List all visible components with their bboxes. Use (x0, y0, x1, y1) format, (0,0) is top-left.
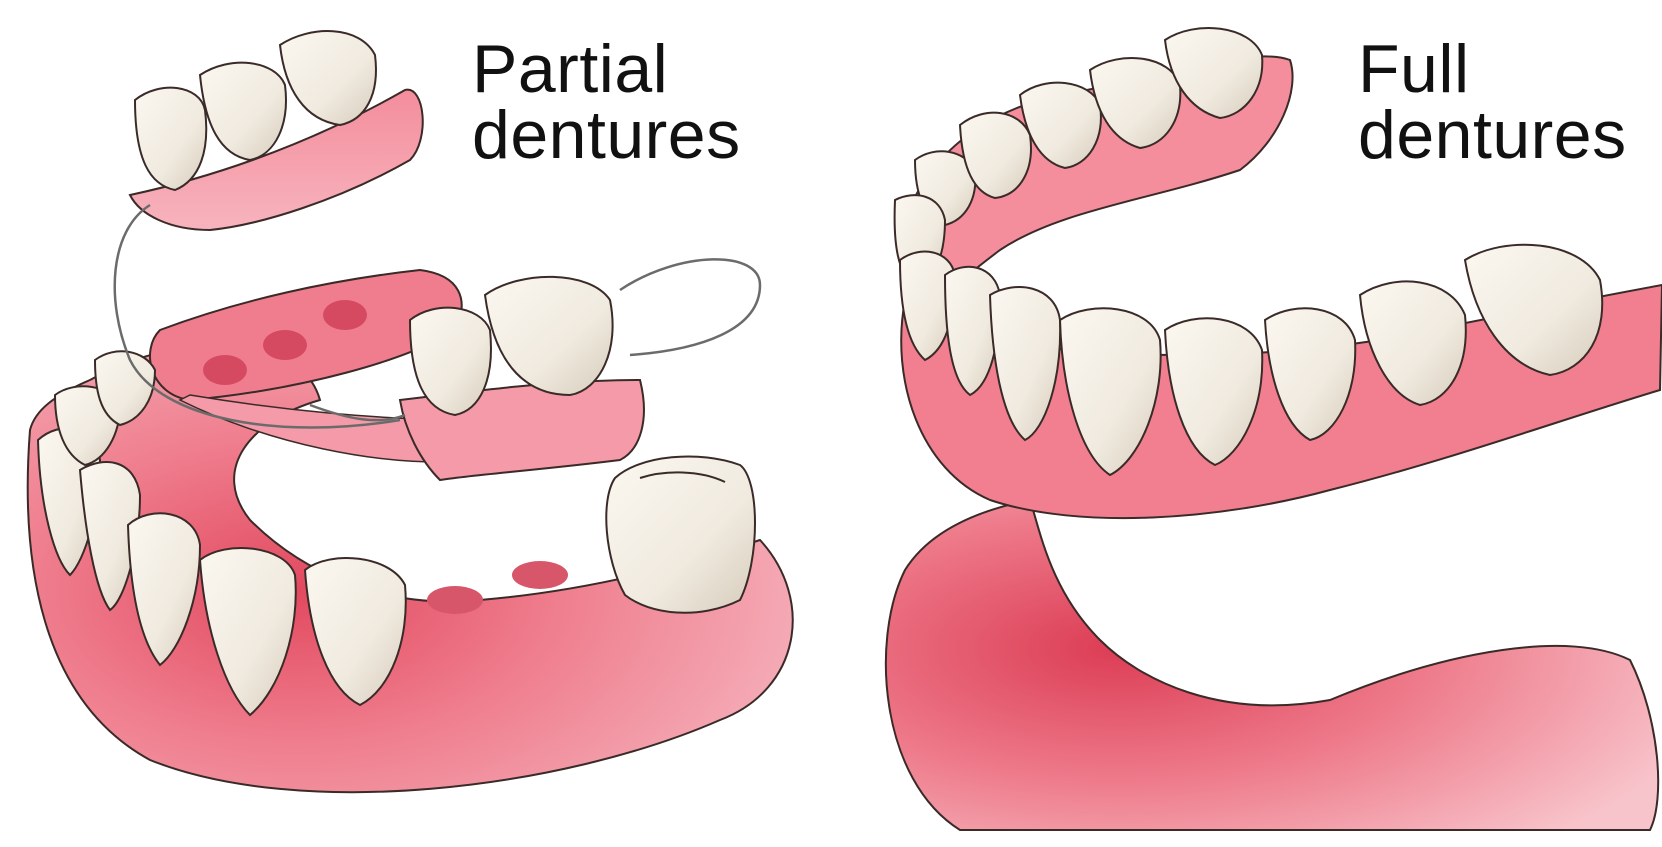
partial-dentures-label: Partial dentures (472, 36, 741, 168)
full-lower-gum (886, 500, 1658, 830)
partial-label-line1: Partial (472, 36, 741, 102)
partial-label-line2: dentures (472, 102, 741, 168)
full-label-line2: dentures (1358, 102, 1627, 168)
full-dentures-label: Full dentures (1358, 36, 1627, 168)
full-label-line1: Full (1358, 36, 1627, 102)
